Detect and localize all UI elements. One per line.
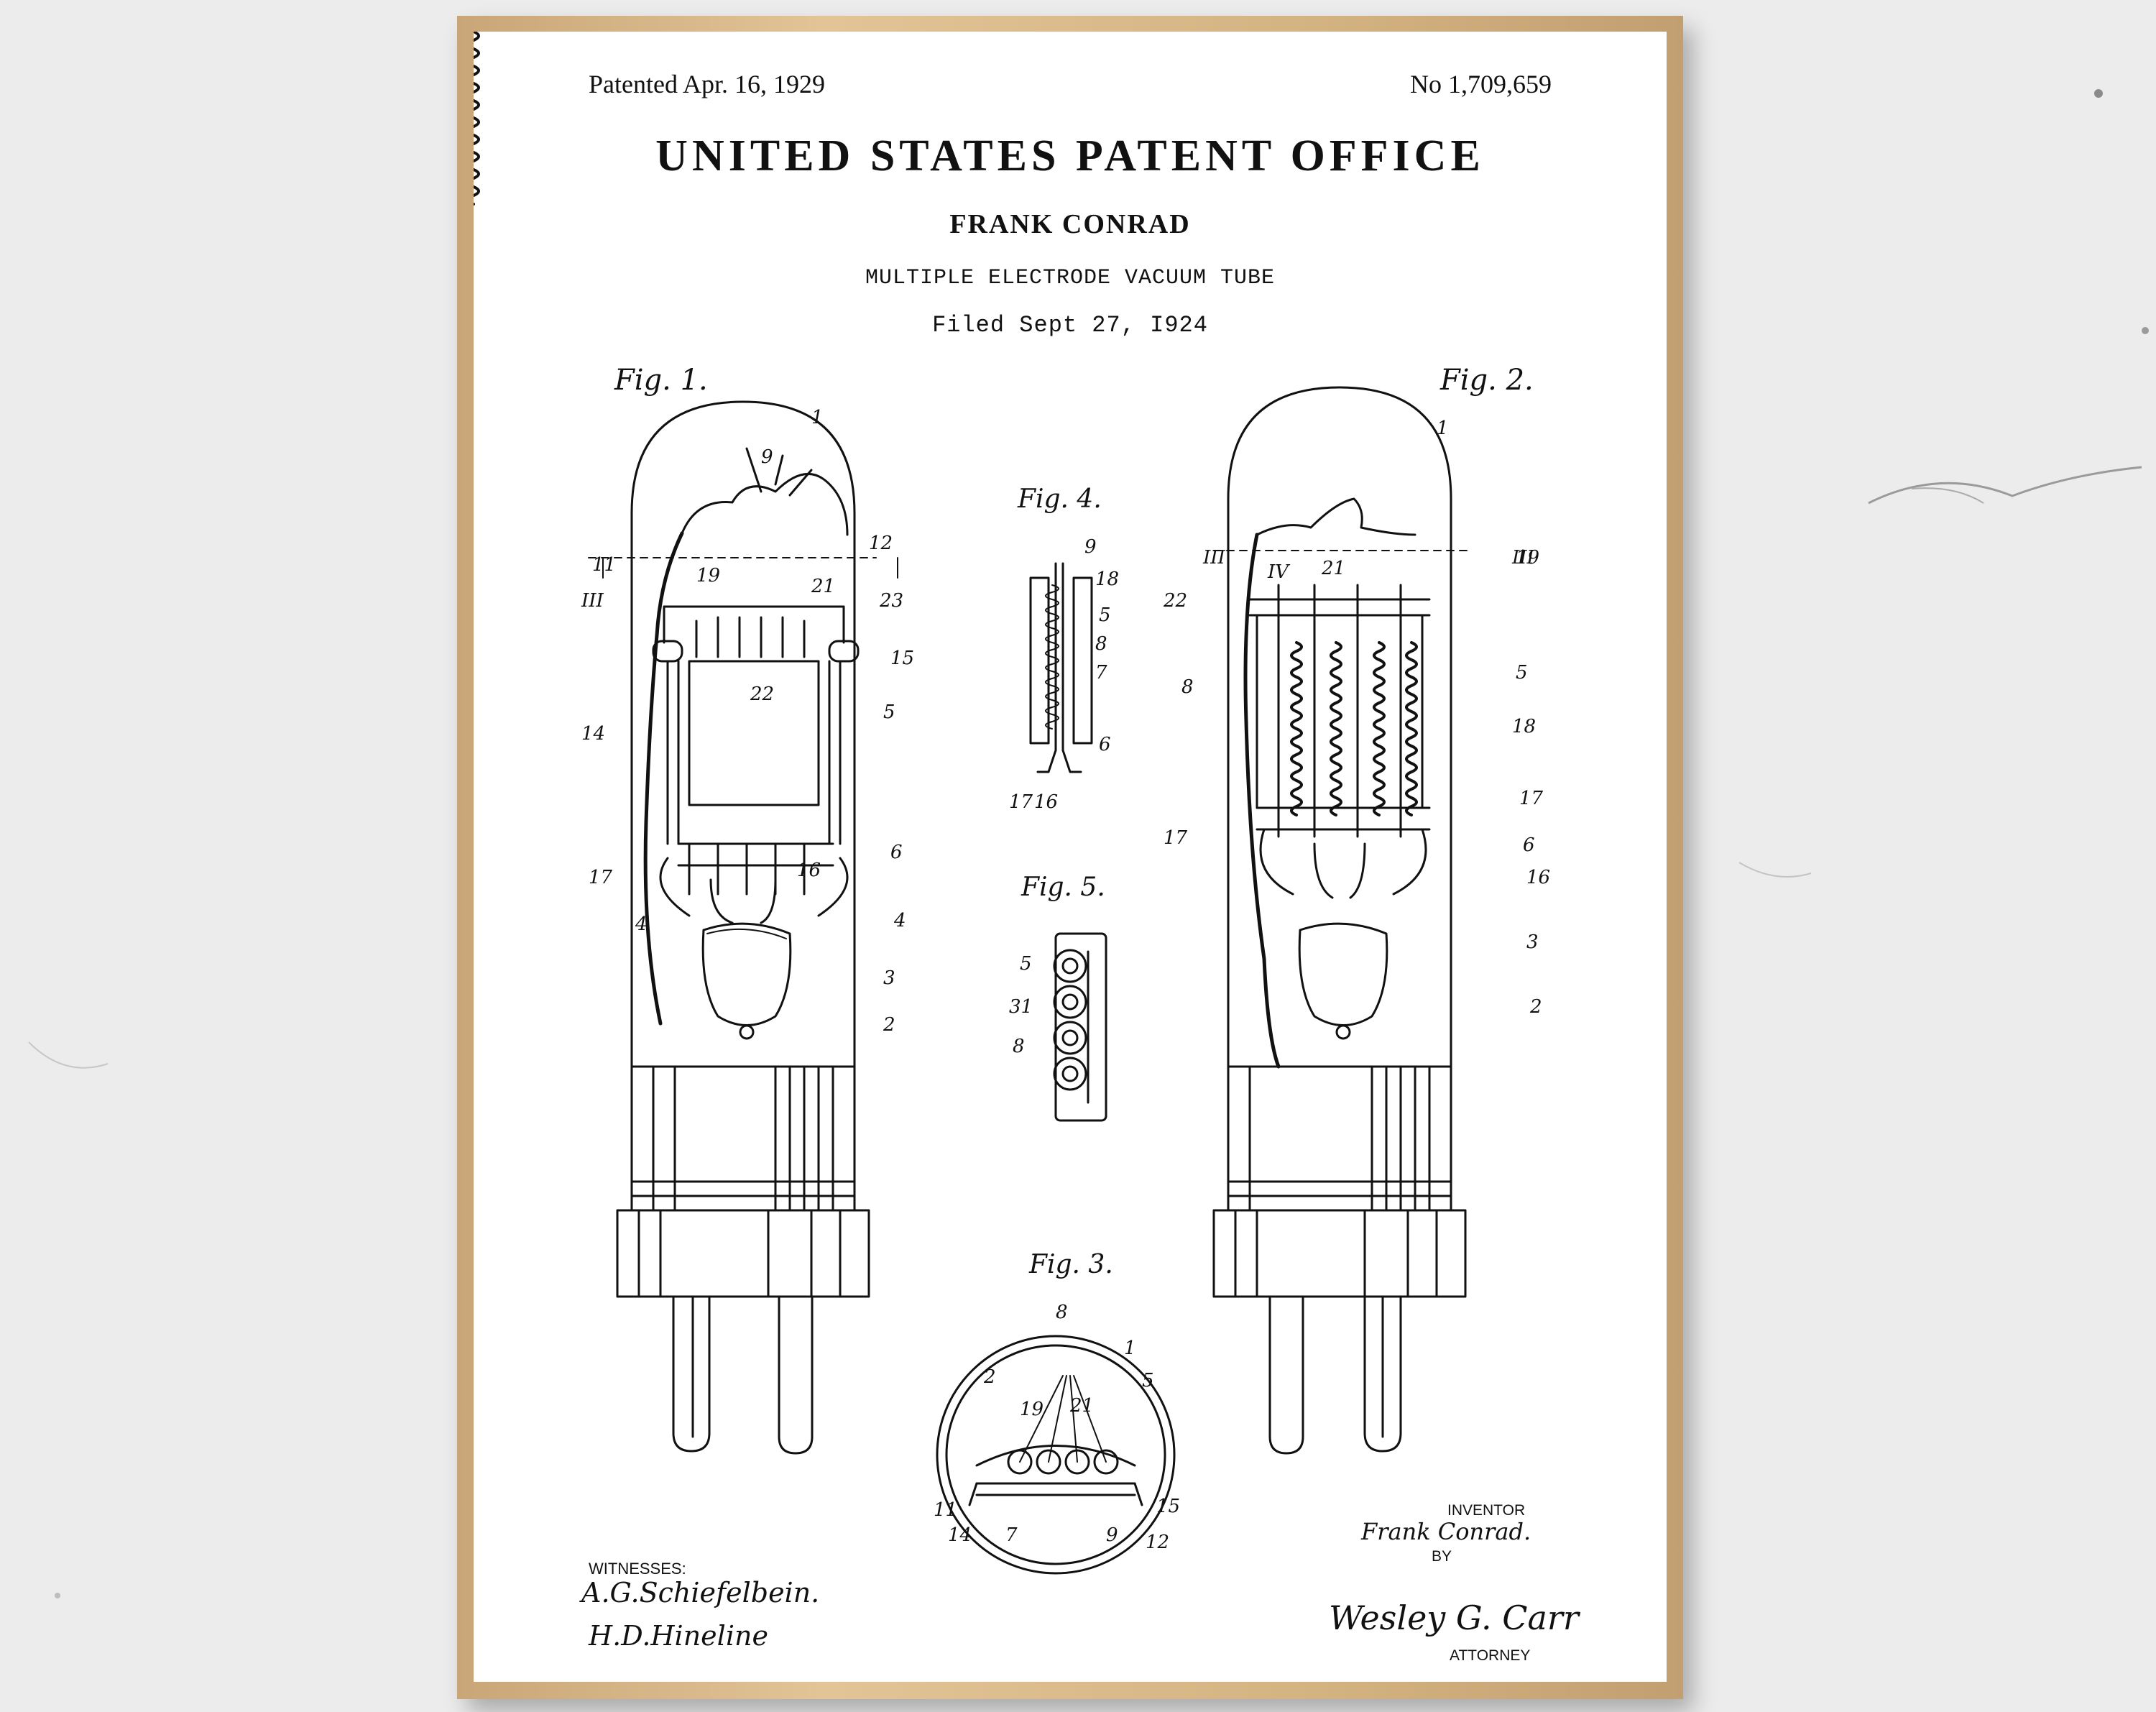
fig2-tube-drawing: [474, 32, 1473, 1455]
svg-text:21: 21: [1069, 1395, 1094, 1417]
svg-text:5: 5: [1142, 1370, 1154, 1391]
svg-text:15: 15: [1156, 1496, 1180, 1517]
fig2-label: Fig. 2.: [1440, 364, 1534, 397]
svg-text:18: 18: [1512, 716, 1536, 737]
svg-text:9: 9: [1084, 536, 1097, 558]
svg-text:2: 2: [883, 1014, 895, 1036]
svg-text:17: 17: [1519, 788, 1544, 809]
svg-text:2: 2: [983, 1366, 996, 1388]
svg-text:19: 19: [696, 565, 720, 586]
svg-text:8: 8: [1095, 633, 1107, 655]
svg-text:6: 6: [1523, 834, 1535, 856]
svg-text:14: 14: [948, 1524, 972, 1546]
attorney-signature: Wesley G. Carr: [1329, 1598, 1579, 1637]
fig3-label: Fig. 3.: [1029, 1250, 1113, 1279]
svg-text:III: III: [1202, 547, 1226, 569]
svg-text:9: 9: [1106, 1524, 1118, 1546]
svg-text:8: 8: [1181, 676, 1194, 698]
svg-text:12: 12: [1146, 1532, 1169, 1553]
svg-text:6: 6: [890, 842, 903, 863]
inventor-name: FRANK CONRAD: [949, 209, 1191, 239]
svg-text:1: 1: [811, 407, 824, 428]
fig3-section-drawing: [936, 1335, 1176, 1575]
fig4-label: Fig. 4.: [1018, 484, 1102, 514]
svg-text:21: 21: [811, 576, 835, 597]
patent-poster: Patented Apr. 16, 1929 No 1,709,659 UNIT…: [474, 32, 1667, 1682]
fig1-label: Fig. 1.: [614, 364, 708, 397]
svg-text:6: 6: [1099, 734, 1111, 755]
svg-text:1: 1: [1124, 1338, 1136, 1359]
svg-text:7: 7: [1005, 1524, 1018, 1546]
svg-text:IV: IV: [1267, 561, 1290, 583]
svg-text:31: 31: [1009, 996, 1033, 1018]
attorney-label: ATTORNEY: [1450, 1647, 1531, 1664]
svg-text:11: 11: [592, 554, 616, 576]
fig4-detail-drawing: [1029, 562, 1093, 773]
witness-signature-1: A.G.Schiefelbein.: [581, 1577, 820, 1609]
svg-text:12: 12: [869, 533, 893, 554]
svg-text:4: 4: [635, 913, 648, 935]
svg-text:21: 21: [1321, 558, 1345, 579]
svg-text:5: 5: [1516, 662, 1528, 684]
svg-text:17: 17: [1164, 827, 1188, 849]
svg-text:3: 3: [1526, 931, 1539, 953]
witnesses-label: WITNESSES:: [589, 1560, 686, 1578]
svg-text:5: 5: [1099, 604, 1111, 626]
patent-number: No 1,709,659: [1410, 70, 1552, 98]
svg-text:5: 5: [883, 701, 895, 723]
svg-text:14: 14: [581, 723, 605, 745]
witness-signature-2: H.D.Hineline: [589, 1620, 768, 1652]
svg-text:4: 4: [893, 910, 906, 931]
svg-text:3: 3: [883, 967, 895, 989]
svg-text:7: 7: [1095, 662, 1107, 684]
svg-text:18: 18: [1095, 569, 1119, 590]
svg-text:1: 1: [1437, 418, 1449, 439]
svg-text:17: 17: [1009, 791, 1033, 813]
svg-text:8: 8: [1013, 1036, 1025, 1057]
svg-text:III: III: [581, 590, 604, 612]
svg-text:19: 19: [1020, 1399, 1044, 1420]
svg-text:22: 22: [750, 684, 774, 705]
patent-title: MULTIPLE ELECTRODE VACUUM TUBE: [865, 266, 1276, 290]
svg-text:9: 9: [761, 446, 773, 468]
inventor-signature: Frank Conrad.: [1361, 1518, 1531, 1545]
svg-text:22: 22: [1163, 590, 1187, 612]
inventor-label: INVENTOR: [1447, 1502, 1526, 1519]
fig1-tube-drawing: [588, 400, 898, 1455]
svg-text:5: 5: [1020, 953, 1032, 975]
fig5-detail-drawing: [1053, 932, 1107, 1122]
svg-text:2: 2: [1529, 996, 1542, 1018]
by-label: BY: [1432, 1548, 1452, 1565]
svg-text:11: 11: [934, 1499, 957, 1521]
patented-date: Patented Apr. 16, 1929: [589, 70, 825, 98]
svg-text:8: 8: [1056, 1302, 1068, 1323]
svg-text:III: III: [1511, 547, 1535, 569]
office-heading: UNITED STATES PATENT OFFICE: [655, 132, 1485, 180]
filed-date: Filed Sept 27, I924: [932, 312, 1208, 339]
svg-text:15: 15: [890, 648, 914, 669]
fig5-label: Fig. 5.: [1021, 873, 1105, 902]
svg-text:16: 16: [1526, 867, 1550, 888]
svg-text:17: 17: [589, 867, 613, 888]
svg-text:16: 16: [797, 860, 821, 881]
svg-text:19: 19: [1516, 547, 1539, 569]
svg-text:16: 16: [1034, 791, 1058, 813]
svg-text:23: 23: [879, 590, 903, 612]
